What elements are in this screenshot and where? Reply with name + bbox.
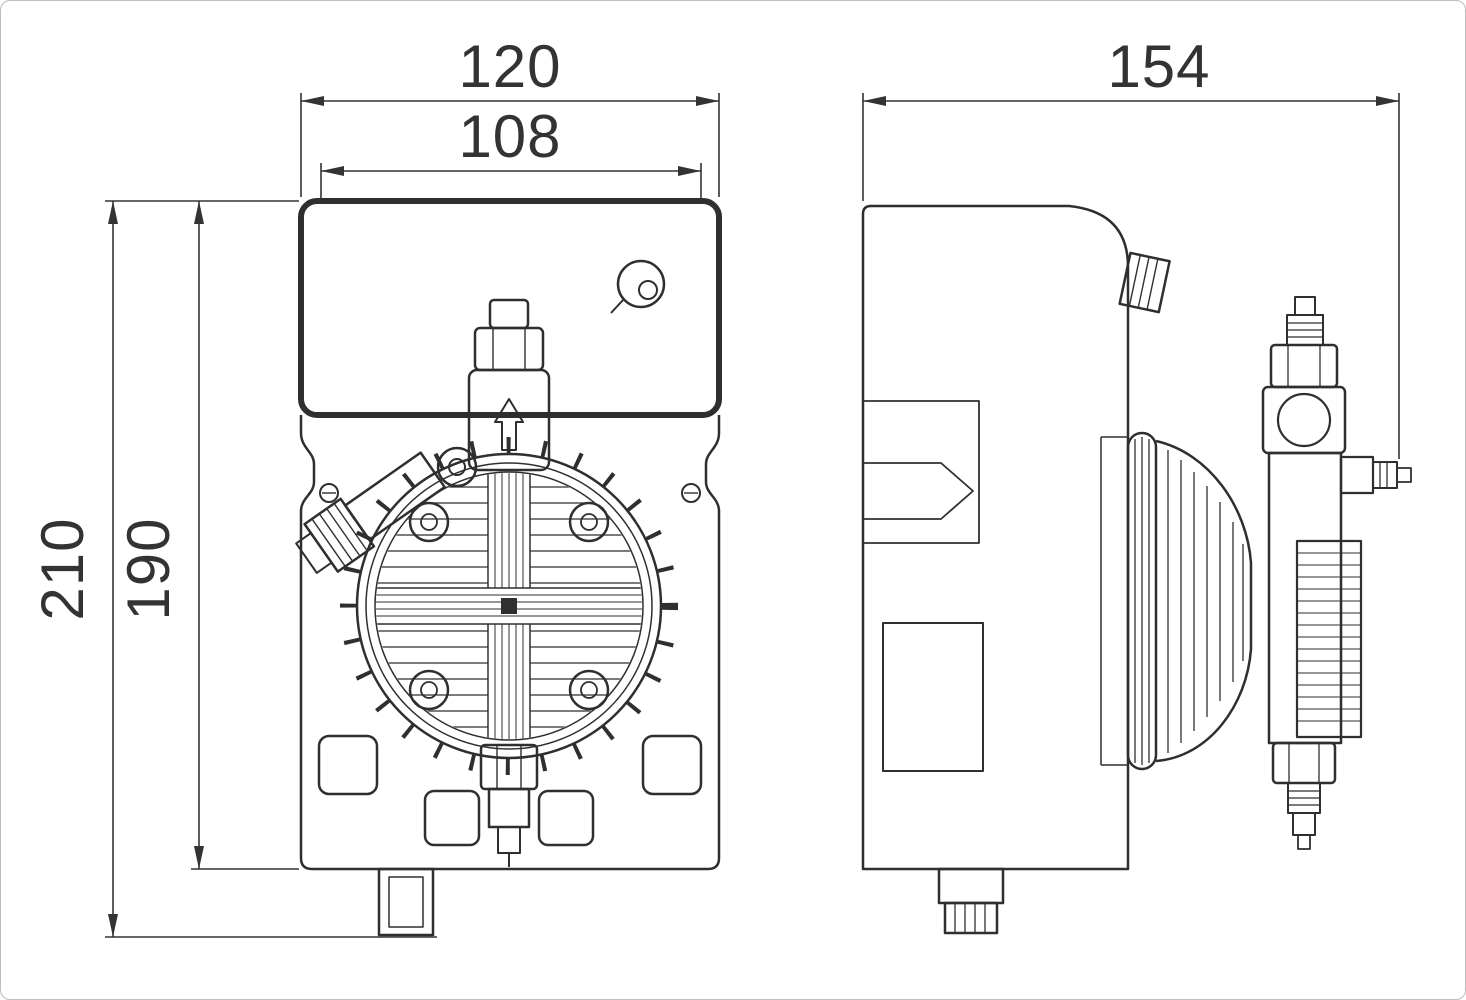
adjustment-knob bbox=[610, 259, 666, 314]
dim-housing-width: 108 bbox=[320, 103, 702, 199]
valve-ribbed-section bbox=[1295, 539, 1363, 739]
dim-label-housing-width: 108 bbox=[458, 103, 561, 170]
dim-overall-width: 120 bbox=[300, 33, 720, 197]
outlet-nozzle bbox=[1339, 455, 1412, 495]
mounting-feet bbox=[317, 734, 703, 847]
pump-head-front bbox=[340, 437, 678, 775]
label-recess bbox=[882, 622, 984, 772]
adjustment-knob-side bbox=[1118, 251, 1171, 314]
side-body-outline bbox=[861, 204, 1130, 871]
dimensions: 120 108 154 210 190 bbox=[29, 33, 1400, 938]
pump-body-outline bbox=[299, 415, 721, 871]
head-bolts bbox=[408, 501, 610, 711]
side-view bbox=[861, 204, 1412, 935]
dim-label-depth: 154 bbox=[1107, 33, 1210, 100]
control-panel bbox=[298, 198, 722, 418]
body-head-joint bbox=[1100, 436, 1128, 766]
dome-ribs bbox=[1167, 450, 1244, 753]
valve-ball bbox=[1276, 392, 1332, 448]
bottom-fitting bbox=[479, 743, 539, 867]
head-center-plug bbox=[501, 598, 517, 614]
cable-gland bbox=[937, 867, 1005, 935]
foot-tab bbox=[377, 867, 435, 937]
bracket-screws bbox=[319, 483, 701, 503]
dim-label-overall-height: 210 bbox=[29, 517, 96, 620]
suction-fitting bbox=[295, 451, 446, 574]
pump-head-side bbox=[1126, 431, 1253, 771]
head-rib-pattern bbox=[376, 473, 642, 739]
front-view bbox=[295, 198, 722, 937]
bracket-slot bbox=[863, 400, 980, 544]
dim-overall-height: 210 bbox=[29, 200, 437, 938]
injection-valve bbox=[1261, 296, 1412, 850]
dim-depth: 154 bbox=[862, 33, 1400, 459]
dim-label-body-height: 190 bbox=[115, 517, 182, 620]
dim-body-height: 190 bbox=[115, 201, 299, 870]
dim-label-overall-width: 120 bbox=[458, 33, 561, 100]
